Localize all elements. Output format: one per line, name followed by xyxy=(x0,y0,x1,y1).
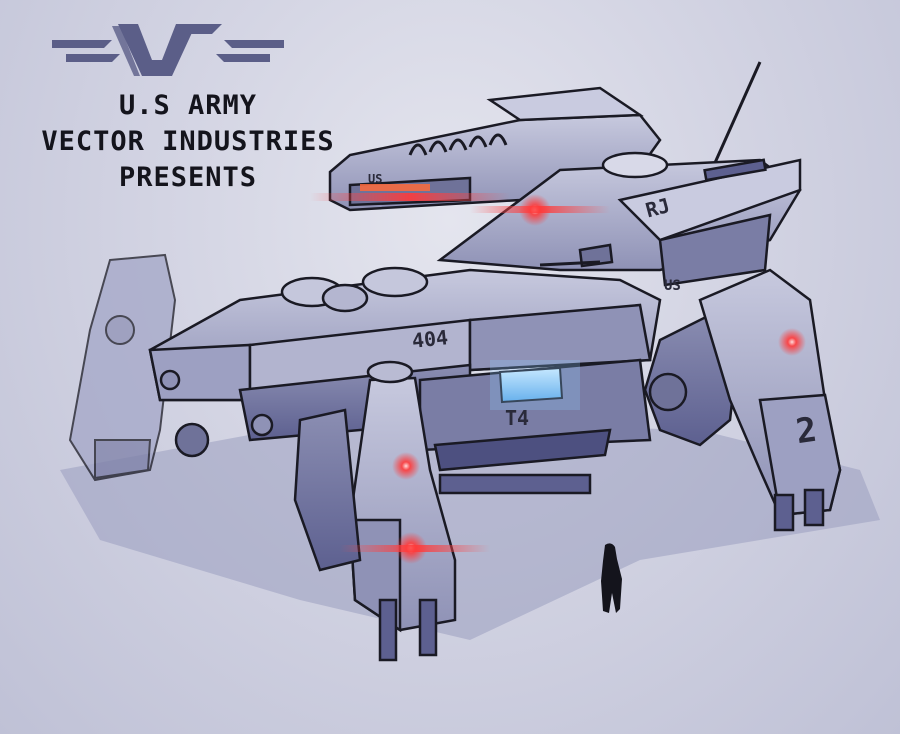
title-line-presents: PRESENTS xyxy=(118,162,258,193)
rear-left-leg xyxy=(68,253,177,482)
cannon-red-beam xyxy=(310,193,510,201)
human-figure-silhouette xyxy=(601,543,622,613)
ground-shadow xyxy=(60,420,880,640)
turret-red-beam xyxy=(470,206,610,213)
cannon-code: US xyxy=(368,172,382,186)
hull-number: 404 xyxy=(411,325,449,353)
hull-model-mark: T4 xyxy=(505,406,529,430)
title-line-army: U.S ARMY xyxy=(118,90,258,121)
cockpit-window xyxy=(498,366,564,404)
front-right-leg xyxy=(698,268,842,532)
red-indicator-lights xyxy=(340,194,806,564)
vector-industries-logo-icon xyxy=(52,24,284,76)
title-line-company: VECTOR INDUSTRIES xyxy=(41,126,335,157)
red-light-left-leg-upper xyxy=(392,452,420,480)
title-block: U.S ARMY VECTOR INDUSTRIES PRESENTS xyxy=(28,88,348,196)
turret xyxy=(436,151,802,287)
red-light-right-leg xyxy=(778,328,806,356)
left-leg-red-beam xyxy=(340,545,490,552)
main-hull xyxy=(148,266,662,495)
antenna xyxy=(712,61,762,166)
cockpit-glow xyxy=(490,360,580,410)
shoulder-code: US xyxy=(664,278,681,294)
